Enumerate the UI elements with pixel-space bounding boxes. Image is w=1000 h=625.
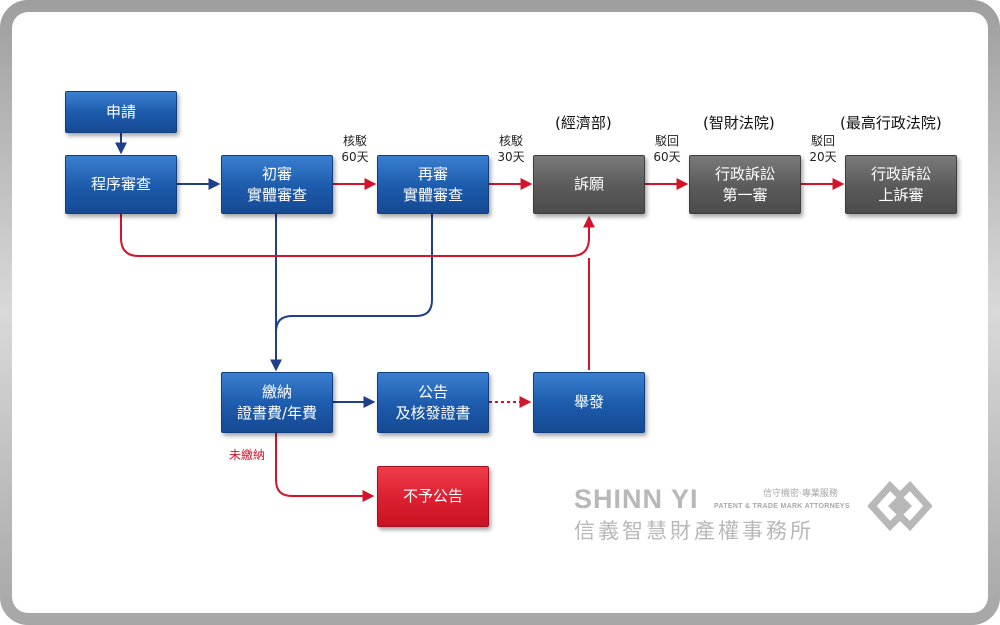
reject2-top: 核駁 xyxy=(498,134,523,148)
publish-box: 公告 及核發證書 xyxy=(377,372,489,433)
publish-line2: 及核發證書 xyxy=(395,403,471,422)
procedural-exam-box: 程序審查 xyxy=(65,155,177,214)
dismiss1-bottom: 60天 xyxy=(653,150,681,164)
logo-name-zh: 信義智慧財產權事務所 xyxy=(574,519,814,543)
admin-first-line2: 第一審 xyxy=(722,185,768,204)
invalidation-box: 舉發 xyxy=(533,372,645,433)
no-publish-box: 不予公告 xyxy=(377,466,489,527)
firm-logo-icon xyxy=(867,480,932,532)
reject-60-days-label: 核駁 60天 xyxy=(333,133,377,165)
ip-court-label: (智財法院) xyxy=(703,114,775,132)
reexam-box: 再審 實體審查 xyxy=(377,155,489,214)
arrow-procedural-to-petition xyxy=(120,214,595,257)
unpaid-label: 未繳納 xyxy=(229,448,266,462)
first-exam-box: 初審 實體審查 xyxy=(221,155,333,214)
apply-label: 申請 xyxy=(105,102,136,121)
reexam-line2: 實體審查 xyxy=(402,185,463,204)
arrow-reexam-to-pay xyxy=(275,214,433,333)
reject1-top: 核駁 xyxy=(342,134,367,148)
arrow-pay-to-no-publish xyxy=(275,433,375,502)
admin-first-instance-box: 行政訴訟 第一審 xyxy=(689,155,801,214)
procedural-exam-label: 程序審查 xyxy=(90,175,151,193)
dismiss2-bottom: 20天 xyxy=(809,150,837,164)
moea-label: (經濟部) xyxy=(555,114,612,132)
invalidation-label: 舉發 xyxy=(573,393,604,411)
supreme-admin-court-label: (最高行政法院) xyxy=(840,114,942,132)
admin-appeal-line1: 行政訴訟 xyxy=(870,164,931,183)
petition-label: 訴願 xyxy=(573,175,604,193)
dismiss-20-days-label: 駁回 20天 xyxy=(801,133,845,165)
publish-line1: 公告 xyxy=(417,382,448,401)
logo-subtitle: PATENT & TRADE MARK ATTORNEYS xyxy=(714,503,850,510)
reject1-bottom: 60天 xyxy=(341,150,369,164)
logo-tagline: 信守機密‧專業服務 xyxy=(763,489,838,499)
first-exam-line2: 實體審查 xyxy=(246,185,307,204)
dismiss2-top: 駁回 xyxy=(810,134,835,148)
pay-fees-box: 繳納 證書費/年費 xyxy=(221,372,333,433)
pay-fees-line1: 繳納 xyxy=(261,382,292,401)
reexam-line1: 再審 xyxy=(417,164,448,183)
no-publish-label: 不予公告 xyxy=(402,487,463,505)
first-exam-line1: 初審 xyxy=(261,164,292,183)
pay-fees-line2: 證書費/年費 xyxy=(236,403,318,422)
dismiss-60-days-label: 駁回 60天 xyxy=(645,133,689,165)
reject2-bottom: 30天 xyxy=(497,150,525,164)
reject-30-days-label: 核駁 30天 xyxy=(489,133,533,165)
apply-box: 申請 xyxy=(65,91,177,133)
admin-first-line1: 行政訴訟 xyxy=(714,164,775,183)
dismiss1-top: 駁回 xyxy=(654,134,679,148)
petition-box: 訴願 xyxy=(533,155,645,214)
admin-appeal-box: 行政訴訟 上訴審 xyxy=(845,155,957,214)
logo-name-en: SHINN YI xyxy=(574,484,699,514)
admin-appeal-line2: 上訴審 xyxy=(878,185,924,204)
